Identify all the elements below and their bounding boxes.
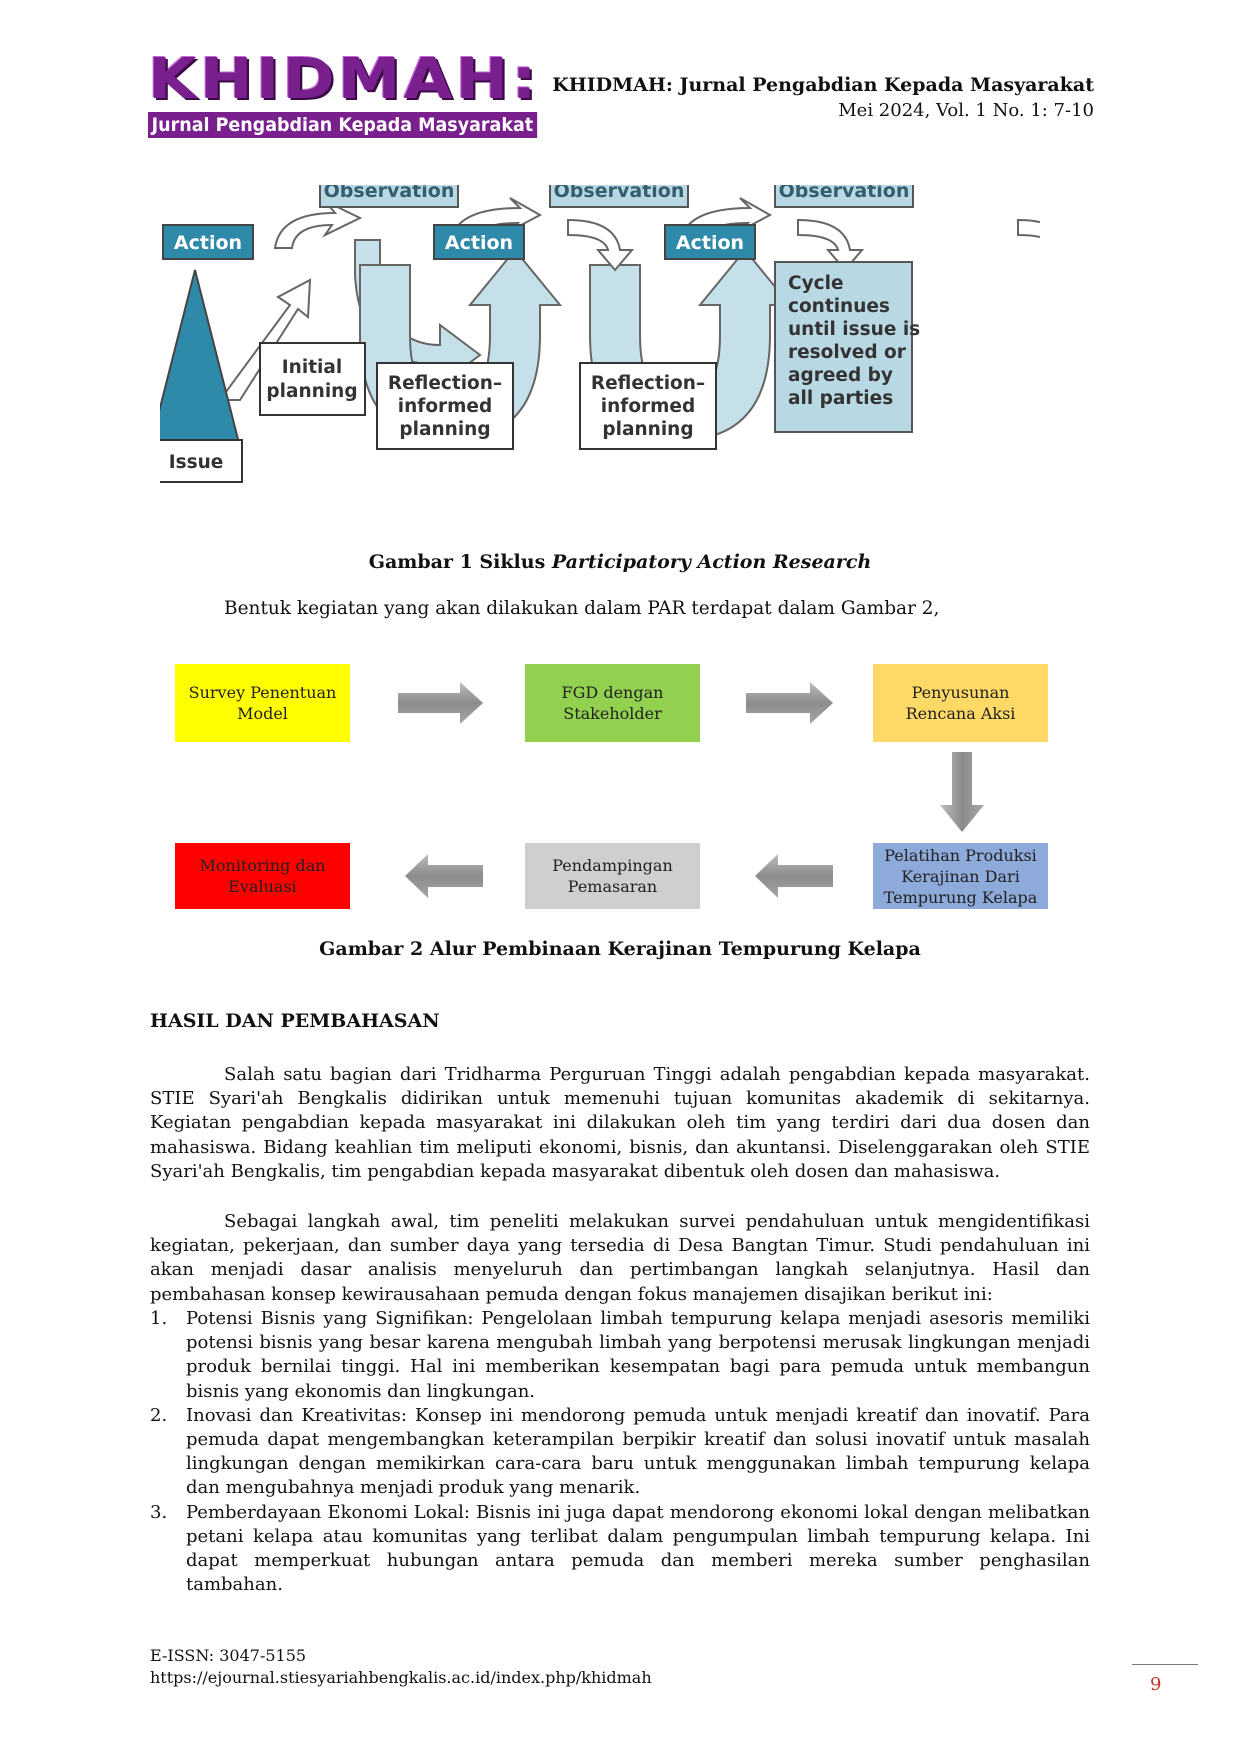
list-number: 3.: [150, 1501, 168, 1523]
observation-label-3: Observation: [779, 185, 910, 202]
initial-planning-box: [259, 342, 366, 416]
figure1-caption-italic: Participatory Action Research: [551, 551, 872, 573]
logo-sub-text: Jurnal Pengabdian Kepada Masyarakat: [148, 112, 537, 138]
arrow-right-1: [398, 682, 483, 724]
down-arrow-1: [567, 218, 635, 272]
issue-info: Mei 2024, Vol. 1 No. 1: 7-10: [838, 100, 1094, 121]
observation-label-2: Observation: [554, 185, 685, 202]
action-label-3: Action: [676, 232, 744, 254]
reflection-2-line-3: planning: [602, 419, 693, 440]
flow-step-rencana: Penyusunan Rencana Aksi: [873, 664, 1048, 742]
list-text: Pemberdayaan Ekonomi Lokal: Bisnis ini j…: [186, 1501, 1090, 1596]
list-item: 3. Pemberdayaan Ekonomi Lokal: Bisnis in…: [150, 1501, 1090, 1598]
running-header: KHIDMAH: Jurnal Pengabdian Kepada Masyar…: [552, 72, 1094, 124]
initial-label-2: planning: [266, 381, 357, 402]
list-item: 1. Potensi Bisnis yang Signifikan: Penge…: [150, 1307, 1090, 1404]
logo-main-text: KHIDMAH:: [148, 47, 540, 112]
journal-title: KHIDMAH: Jurnal Pengabdian Kepada Masyar…: [552, 74, 1094, 96]
flow-step-pelatihan: Pelatihan Produksi Kerajinan Dari Tempur…: [873, 843, 1048, 909]
flow-step-pendampingan: Pendampingan Pemasaran: [525, 843, 700, 909]
arrow-left-2: [405, 854, 483, 898]
issue-to-action-arrow: [218, 278, 312, 401]
page-number: 9: [1150, 1674, 1162, 1695]
reflection-1-line-1: Reflection–: [388, 373, 502, 394]
cycle-line-6: all parties: [788, 388, 893, 409]
initial-label-1: Initial: [282, 357, 342, 378]
reflection-1-line-3: planning: [399, 419, 490, 440]
list-text: Potensi Bisnis yang Signifikan: Pengelol…: [186, 1308, 1090, 1402]
flow-arrows: [398, 682, 984, 898]
page-footer: E-ISSN: 3047-5155 https://ejournal.sties…: [150, 1645, 652, 1689]
paragraph-2: Sebagai langkah awal, tim peneliti melak…: [150, 1211, 1090, 1305]
arrow-left-1: [755, 854, 833, 898]
par-cycle-diagram: .bx { fill: #b8d9e4; stroke: #555; strok…: [160, 185, 1040, 483]
paragraph-1: Salah satu bagian dari Tridharma Perguru…: [150, 1064, 1090, 1182]
arrow-down: [940, 752, 984, 832]
action-label-1: Action: [174, 232, 242, 254]
reflection-1-line-2: informed: [398, 396, 492, 417]
issue-box: [160, 439, 243, 483]
cycle-continues-box: [774, 261, 913, 433]
observation-box-3: [774, 185, 914, 208]
cycle-line-5: agreed by: [788, 365, 893, 386]
action-box-2: [433, 224, 525, 260]
arrow-right-2: [746, 682, 833, 724]
arc-arrow-1: [273, 200, 363, 249]
issn: E-ISSN: 3047-5155: [150, 1646, 307, 1665]
action-box-3: [664, 224, 756, 260]
action-box-1: [162, 224, 254, 260]
list-number: 1.: [150, 1308, 168, 1329]
down-arrow-3: [1017, 218, 1040, 239]
results-list: 1. Potensi Bisnis yang Signifikan: Penge…: [150, 1307, 1090, 1597]
cycle-line-4: resolved or: [788, 342, 907, 363]
cycle-line-3: until issue is: [788, 319, 920, 340]
reflection-box-1: [376, 362, 514, 450]
figure1-caption: Gambar 1 Siklus Participatory Action Res…: [0, 551, 1240, 573]
cycle-line-2: continues: [788, 296, 890, 317]
figure1-caption-prefix: Gambar 1 Siklus: [368, 551, 552, 573]
journal-url[interactable]: https://ejournal.stiesyariahbengkalis.ac…: [150, 1668, 652, 1687]
reflection-2-line-1: Reflection–: [591, 373, 705, 394]
cycle-line-1: Cycle: [788, 273, 844, 294]
flow-step-survey: Survey Penentuan Model: [175, 664, 350, 742]
flow-step-monitoring: Monitoring dan Evaluasi: [175, 843, 350, 909]
issue-label: Issue: [169, 452, 224, 473]
list-item: 2. Inovasi dan Kreativitas: Konsep ini m…: [150, 1404, 1090, 1501]
observation-box-2: [549, 185, 689, 208]
reflection-box-2: [579, 362, 717, 450]
flow-step-fgd: FGD dengan Stakeholder: [525, 664, 700, 742]
list-number: 2.: [150, 1404, 168, 1426]
observation-box-1: [319, 185, 459, 208]
section-heading: HASIL DAN PEMBAHASAN: [150, 1010, 440, 1032]
reflection-2-line-2: informed: [601, 396, 695, 417]
observation-label-1: Observation: [324, 185, 455, 202]
intro-sentence: Bentuk kegiatan yang akan dilakukan dala…: [224, 598, 940, 619]
page-number-rule: [1132, 1664, 1198, 1665]
figure2-caption: Gambar 2 Alur Pembinaan Kerajinan Tempur…: [319, 938, 921, 960]
list-text: Inovasi dan Kreativitas: Konsep ini mend…: [186, 1404, 1090, 1499]
journal-logo: KHIDMAH: Jurnal Pengabdian Kepada Masyar…: [148, 48, 537, 144]
action-label-2: Action: [445, 232, 513, 254]
